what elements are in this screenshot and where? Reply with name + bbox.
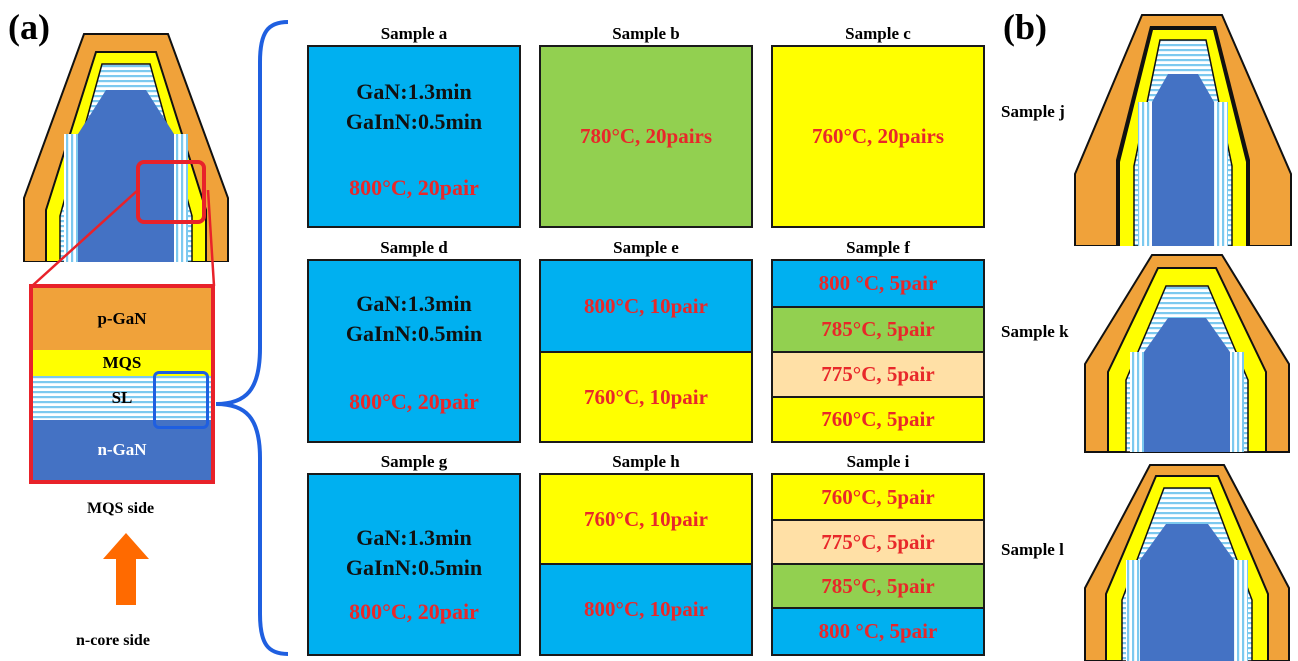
sample-l-label: Sample l <box>1001 540 1064 559</box>
sample-f-row1: 800 °C, 5pair <box>773 261 983 306</box>
sample-c-condition: 760°C, 20pairs <box>811 124 945 148</box>
sample-g-line1: GaN:1.3min <box>356 525 472 550</box>
sample-g-line2: GaInN:0.5min <box>345 555 483 580</box>
nanowire-sample-j <box>1074 14 1292 246</box>
sample-d-condition: 800°C, 20pair <box>349 389 479 414</box>
sample-b-box: 780°C, 20pairs <box>539 45 753 228</box>
zoom-lines <box>31 190 216 287</box>
sample-k-label: Sample k <box>1001 322 1069 341</box>
sample-g-condition: 800°C, 20pair <box>349 599 479 624</box>
sample-c-box: 760°C, 20pairs <box>771 45 985 228</box>
n-core-side-label: n-core side <box>76 632 150 649</box>
layer-zoom-box: p-GaN MQS SL n-GaN <box>29 284 215 484</box>
sample-f-box: 800 °C, 5pair 785°C, 5pair 775°C, 5pair … <box>771 259 985 443</box>
sample-j-label: Sample j <box>1001 102 1065 121</box>
nanowire-sample-k <box>1084 254 1290 453</box>
sample-h-bottom: 800°C, 10pair <box>541 563 751 654</box>
sample-e-box: 800°C, 10pair 760°C, 10pair <box>539 259 753 443</box>
sample-i-row3: 785°C, 5pair <box>773 563 983 607</box>
sample-h-top: 760°C, 10pair <box>541 475 751 563</box>
nanowire-sample-l <box>1084 464 1290 661</box>
zoom-region-blue <box>153 371 209 429</box>
sample-d-line2: GaInN:0.5min <box>345 321 483 346</box>
sample-h-title: Sample h <box>612 452 680 471</box>
p-gan-label: p-GaN <box>97 309 147 328</box>
sample-f-title: Sample f <box>846 238 910 257</box>
sample-d-title: Sample d <box>380 238 448 257</box>
sample-g-title: Sample g <box>380 452 448 471</box>
sample-i-row1: 760°C, 5pair <box>773 475 983 519</box>
zoom-region-red <box>136 160 206 224</box>
sample-a-line1: GaN:1.3min <box>356 79 472 104</box>
sample-a-box: GaN:1.3min GaInN:0.5min 800°C, 20pair <box>307 45 521 228</box>
panel-label-b: (b) <box>1003 7 1047 47</box>
n-gan-layer: n-GaN <box>33 420 211 480</box>
sample-i-row2: 775°C, 5pair <box>773 519 983 563</box>
sample-e-top: 800°C, 10pair <box>541 261 751 351</box>
sl-layer <box>33 376 211 420</box>
mqs-label: MQS <box>102 353 142 372</box>
sample-d-box: GaN:1.3min GaInN:0.5min 800°C, 20pair <box>307 259 521 443</box>
sample-a-line2: GaInN:0.5min <box>345 109 483 134</box>
sample-f-row4: 760°C, 5pair <box>773 396 983 441</box>
sample-a-title: Sample a <box>380 24 448 43</box>
sample-i-title: Sample i <box>846 452 910 471</box>
sample-c-title: Sample c <box>845 24 911 43</box>
mqs-side-label: MQS side <box>87 500 155 517</box>
sample-b-condition: 780°C, 20pairs <box>579 124 713 148</box>
n-gan-label: n-GaN <box>97 440 147 459</box>
sample-i-box: 760°C, 5pair 775°C, 5pair 785°C, 5pair 8… <box>771 473 985 656</box>
panel-label-a: (a) <box>8 7 50 47</box>
sample-f-row3: 775°C, 5pair <box>773 351 983 396</box>
sample-g-box: GaN:1.3min GaInN:0.5min 800°C, 20pair <box>307 473 521 656</box>
sample-h-box: 760°C, 10pair 800°C, 10pair <box>539 473 753 656</box>
sample-e-bottom: 760°C, 10pair <box>541 351 751 441</box>
up-arrow-icon <box>103 533 149 605</box>
curly-brace <box>215 20 289 656</box>
sl-label: SL <box>111 388 133 407</box>
sample-b-title: Sample b <box>612 24 680 43</box>
sample-e-title: Sample e <box>613 238 679 257</box>
p-gan-layer: p-GaN <box>33 288 211 350</box>
sample-d-line1: GaN:1.3min <box>356 291 472 316</box>
sample-a-condition: 800°C, 20pair <box>349 175 479 200</box>
nanowire-structure-a <box>23 33 229 262</box>
sample-f-row2: 785°C, 5pair <box>773 306 983 351</box>
sample-i-row4: 800 °C, 5pair <box>773 607 983 654</box>
